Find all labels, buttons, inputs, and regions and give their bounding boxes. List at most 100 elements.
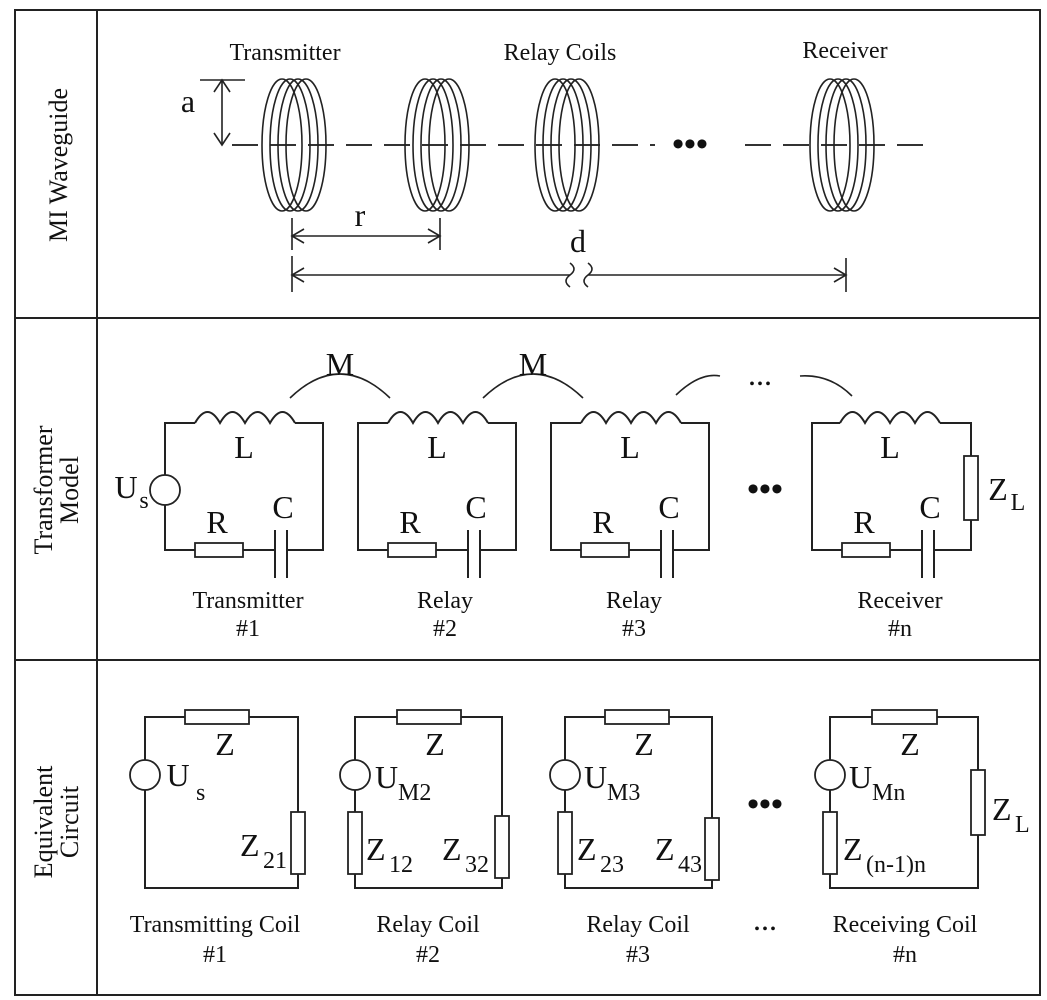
label-L-2: L <box>427 429 447 465</box>
label-R-2: R <box>399 504 421 540</box>
mutual-arc-3b <box>799 375 853 397</box>
label-ZL-eq-sub: L <box>1015 812 1030 838</box>
waveguide-section: Transmitter Relay Coils Receiver ••• a <box>181 38 930 292</box>
caption-relay-coil-2: Relay Coil <box>376 912 480 938</box>
label-Z43: Z <box>655 831 675 867</box>
resistor-n <box>841 542 891 558</box>
source-icon-3 <box>549 759 581 791</box>
row-label-transformer-line2: Model <box>55 456 84 524</box>
impedance-Z12 <box>347 811 363 875</box>
source-icon-1 <box>129 759 161 791</box>
label-relay-coils: Relay Coils <box>504 40 617 66</box>
distance-d-arrow <box>290 256 848 292</box>
label-Z-2: Z <box>425 726 445 762</box>
source-icon-n <box>814 759 846 791</box>
coil-relay-2 <box>534 78 600 212</box>
label-mutual-2: M <box>519 346 547 382</box>
caption-transmitting-coil-num: #1 <box>203 942 227 968</box>
label-C-2: C <box>465 489 486 525</box>
transformer-loop-receiver <box>811 411 979 578</box>
label-U-n: U <box>849 759 872 795</box>
caption-receiving-coil: Receiving Coil <box>833 912 978 938</box>
equivalent-loop-transmitting <box>129 709 306 889</box>
label-R-1: R <box>206 504 228 540</box>
caption-receiving-coil-num: #n <box>893 942 917 968</box>
transformer-ellipsis: ••• <box>747 471 783 508</box>
caption-relay-coil-3: Relay Coil <box>586 912 690 938</box>
impedance-Z43 <box>704 817 720 881</box>
label-ZL: Z <box>988 471 1008 507</box>
label-Z-1: Z <box>215 726 235 762</box>
equivalent-section: Z U s Z 21 Z U M2 Z 12 Z 32 Z U M3 Z <box>129 709 1030 968</box>
voltage-source-icon <box>149 474 181 506</box>
coil-transmitter <box>261 78 327 212</box>
label-R-3: R <box>592 504 614 540</box>
label-transmitter: Transmitter <box>229 40 340 66</box>
equivalent-ellipsis: ••• <box>747 786 783 823</box>
label-Z-3: Z <box>634 726 654 762</box>
label-receiver: Receiver <box>802 38 887 64</box>
impedance-Z-1 <box>184 709 250 725</box>
label-C-1: C <box>272 489 293 525</box>
resistor-2 <box>387 542 437 558</box>
label-mutual-1: M <box>326 346 354 382</box>
label-Z23-sub: 23 <box>600 852 624 878</box>
table-frame <box>14 9 1041 996</box>
label-Z43-sub: 43 <box>678 852 702 878</box>
caption-transmitting-coil: Transmitting Coil <box>130 912 301 938</box>
label-ZL-eq: Z <box>992 791 1012 827</box>
mutual-arc-2 <box>482 373 584 399</box>
label-Z-n: Z <box>900 726 920 762</box>
label-Z21: Z <box>240 827 260 863</box>
label-U-2: U <box>375 759 398 795</box>
caption-transmitter: Transmitter <box>192 588 303 614</box>
coil-ellipsis: ••• <box>672 126 708 163</box>
label-Us: U <box>114 469 137 505</box>
row-label-waveguide: MI Waveguide <box>44 88 73 242</box>
label-Z12-sub: 12 <box>389 852 413 878</box>
row-label-transformer-line1: Transformer <box>29 425 58 554</box>
caption-relay-3: Relay <box>606 588 662 614</box>
caption-receiver: Receiver <box>857 588 942 614</box>
transformer-loop-transmitter <box>149 411 324 578</box>
transformer-loop-relay-2 <box>357 411 517 578</box>
label-U-1-sub: s <box>196 780 205 806</box>
label-R-n: R <box>853 504 875 540</box>
mutual-arc-1 <box>289 373 391 399</box>
label-U-n-sub: Mn <box>872 780 905 806</box>
label-Z21-sub: 21 <box>263 848 287 874</box>
resistor-3 <box>580 542 630 558</box>
label-Zn-1-n: Z <box>843 831 863 867</box>
inductor-2 <box>387 411 489 426</box>
load-impedance-ZL <box>970 769 986 836</box>
source-icon-2 <box>339 759 371 791</box>
label-U-3: U <box>584 759 607 795</box>
label-U-3-sub: M3 <box>607 780 640 806</box>
label-d: d <box>570 223 586 259</box>
coil-receiver <box>809 78 875 212</box>
label-C-3: C <box>658 489 679 525</box>
impedance-Z-3 <box>604 709 670 725</box>
caption-transmitter-num: #1 <box>236 616 260 642</box>
label-U-2-sub: M2 <box>398 780 431 806</box>
impedance-Z23 <box>557 811 573 875</box>
coil-relay-1 <box>404 78 470 212</box>
label-Us-sub: s <box>139 488 148 514</box>
equivalent-loop-relay-3 <box>549 709 720 889</box>
transformer-section: M M ... L R C U s L R C <box>114 346 1025 642</box>
label-ZL-sub: L <box>1011 490 1026 516</box>
load-impedance <box>963 455 979 521</box>
mutual-arc-3a <box>675 374 721 396</box>
impedance-Z-2 <box>396 709 462 725</box>
label-Z23: Z <box>577 831 597 867</box>
impedance-Z-n <box>871 709 938 725</box>
caption-relay-coil-3-num: #3 <box>626 942 650 968</box>
impedance-Z-n-1-n <box>822 811 838 875</box>
spacing-r-arrow <box>290 218 442 250</box>
resistor-1 <box>194 542 244 558</box>
impedance-Z21 <box>290 811 306 875</box>
label-U-1: U <box>166 757 189 793</box>
label-C-n: C <box>919 489 940 525</box>
label-Z32-sub: 32 <box>465 852 489 878</box>
